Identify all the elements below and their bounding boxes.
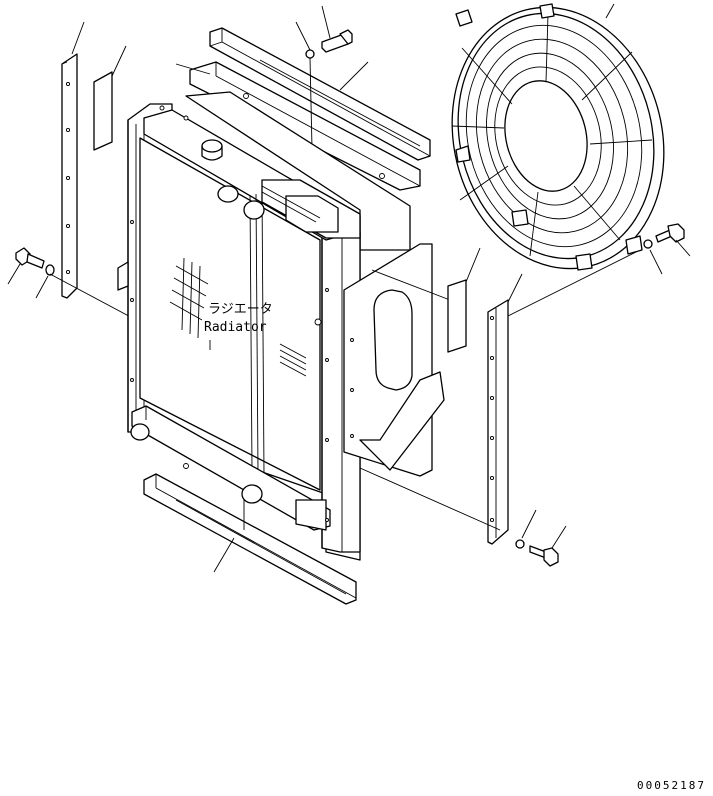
- leader-top-cover-lower: [175, 63, 211, 75]
- drawing-number: 00052187: [637, 779, 706, 792]
- label-plate-left: [93, 71, 113, 151]
- top-washer: [305, 49, 315, 59]
- right-washer: [515, 539, 525, 549]
- fan-guard-bolt: [655, 223, 685, 243]
- leader-left-washer: [35, 275, 49, 299]
- left-bolt: [15, 247, 45, 269]
- left-side-bracket: [61, 53, 78, 299]
- leader-label-plate-right: [465, 247, 481, 283]
- bottom-cover: [143, 473, 357, 605]
- top-cover-upper: [209, 27, 431, 161]
- radiator-label-jp: ラジエータ: [208, 302, 273, 317]
- leader-fan-guard-washer: [649, 249, 663, 275]
- assembly-line-right-lower: [359, 467, 501, 531]
- assembly-line-top: [309, 57, 313, 149]
- leader-right-bracket: [507, 273, 523, 303]
- radiator-label-en: Radiator: [204, 320, 267, 335]
- leader-top-cover-upper: [339, 61, 369, 91]
- leader-right-bolt: [551, 525, 567, 549]
- right-side-bracket: [487, 299, 509, 545]
- leader-left-bracket: [71, 21, 85, 55]
- label-plate-right: [447, 279, 467, 353]
- fan-shroud-plate: [343, 243, 445, 477]
- leader-left-bolt: [7, 263, 21, 285]
- leader-fan-guard: [605, 3, 615, 19]
- assembly-line-shroud: [371, 269, 451, 301]
- assembly-line-right-upper: [507, 249, 641, 317]
- top-cover-lower: [189, 61, 421, 191]
- fan-guard: [451, 3, 665, 271]
- leader-top-bolt: [321, 5, 331, 39]
- radiator-body: [117, 91, 411, 561]
- right-bolt: [529, 545, 559, 567]
- assembly-line-left: [49, 273, 141, 323]
- leader-top-washer: [295, 21, 311, 51]
- left-washer: [45, 264, 55, 276]
- leader-bottom-cover: [213, 537, 235, 573]
- leader-right-washer: [521, 509, 537, 539]
- top-bolt: [321, 29, 353, 53]
- leader-fan-guard-bolt: [675, 239, 691, 257]
- leader-label-plate-left: [111, 45, 127, 77]
- fan-guard-washer: [643, 239, 653, 249]
